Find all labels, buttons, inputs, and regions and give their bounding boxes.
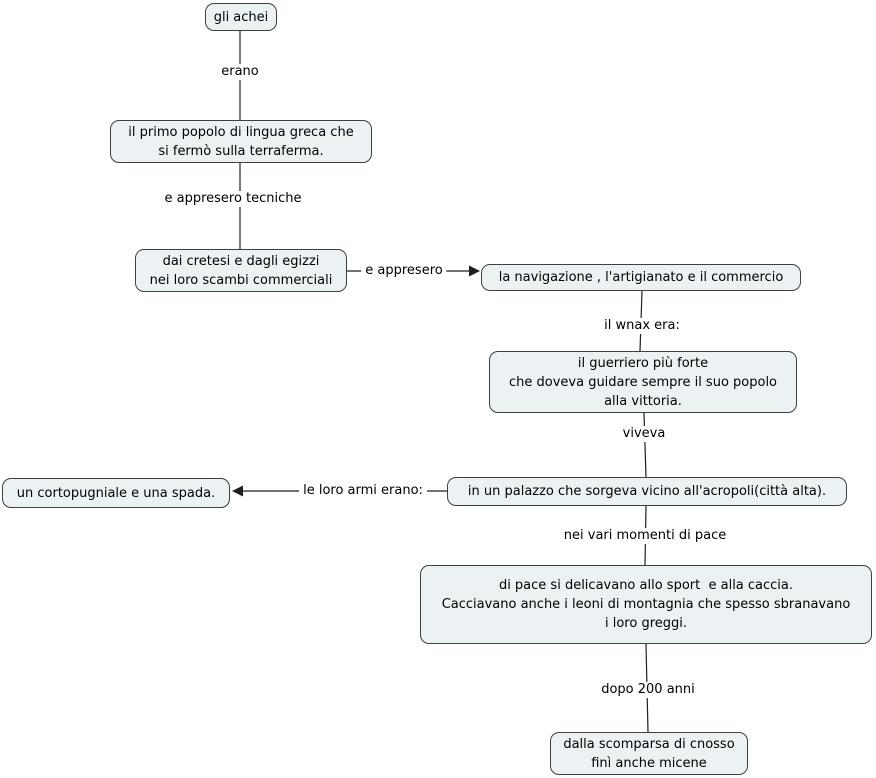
- node-micene[interactable]: dalla scomparsa di cnosso finì anche mic…: [550, 732, 748, 775]
- arrow-right-icon: [469, 265, 480, 277]
- link-label-e-appresero[interactable]: e appresero: [361, 263, 447, 279]
- connector-line: [643, 412, 647, 478]
- node-text: dalla scomparsa di cnosso finì anche mic…: [563, 736, 735, 771]
- node-text: dai cretesi e dagli egizzi nei loro scam…: [149, 253, 333, 288]
- node-guerriero[interactable]: il guerriero più forte che doveva guidar…: [489, 351, 797, 413]
- link-label-erano[interactable]: erano: [217, 64, 263, 80]
- link-label-momenti-pace[interactable]: nei vari momenti di pace: [559, 528, 731, 544]
- node-text: un cortopugniale e una spada.: [16, 485, 216, 501]
- node-gli-achei[interactable]: gli achei: [205, 3, 277, 31]
- node-text: la navigazione , l'artigianato e il comm…: [498, 270, 784, 285]
- node-cretesi-egizzi[interactable]: dai cretesi e dagli egizzi nei loro scam…: [135, 249, 347, 292]
- link-label-wnax[interactable]: il wnax era:: [600, 318, 684, 334]
- node-armi[interactable]: un cortopugniale e una spada.: [2, 478, 230, 508]
- link-label-viveva[interactable]: viveva: [618, 426, 670, 442]
- link-label-armi-erano[interactable]: le loro armi erano:: [299, 483, 427, 499]
- node-text: il primo popolo di lingua greca che si f…: [128, 124, 354, 159]
- node-sport-caccia[interactable]: di pace si delicavano allo sport e alla …: [420, 565, 872, 644]
- node-primo-popolo[interactable]: il primo popolo di lingua greca che si f…: [110, 120, 372, 163]
- arrow-left-icon: [232, 485, 243, 497]
- node-text: di pace si delicavano allo sport e alla …: [441, 578, 851, 631]
- node-palazzo-acropoli[interactable]: in un palazzo che sorgeva vicino all'acr…: [447, 477, 847, 506]
- node-text: gli achei: [213, 9, 269, 25]
- link-label-dopo-200-anni[interactable]: dopo 200 anni: [597, 682, 699, 698]
- link-label-appresero-tecniche[interactable]: e appresero tecniche: [160, 191, 306, 207]
- node-navigazione-commercio[interactable]: la navigazione , l'artigianato e il comm…: [481, 264, 801, 291]
- node-text: il guerriero più forte che doveva guidar…: [508, 355, 778, 409]
- node-text: in un palazzo che sorgeva vicino all'acr…: [467, 484, 827, 499]
